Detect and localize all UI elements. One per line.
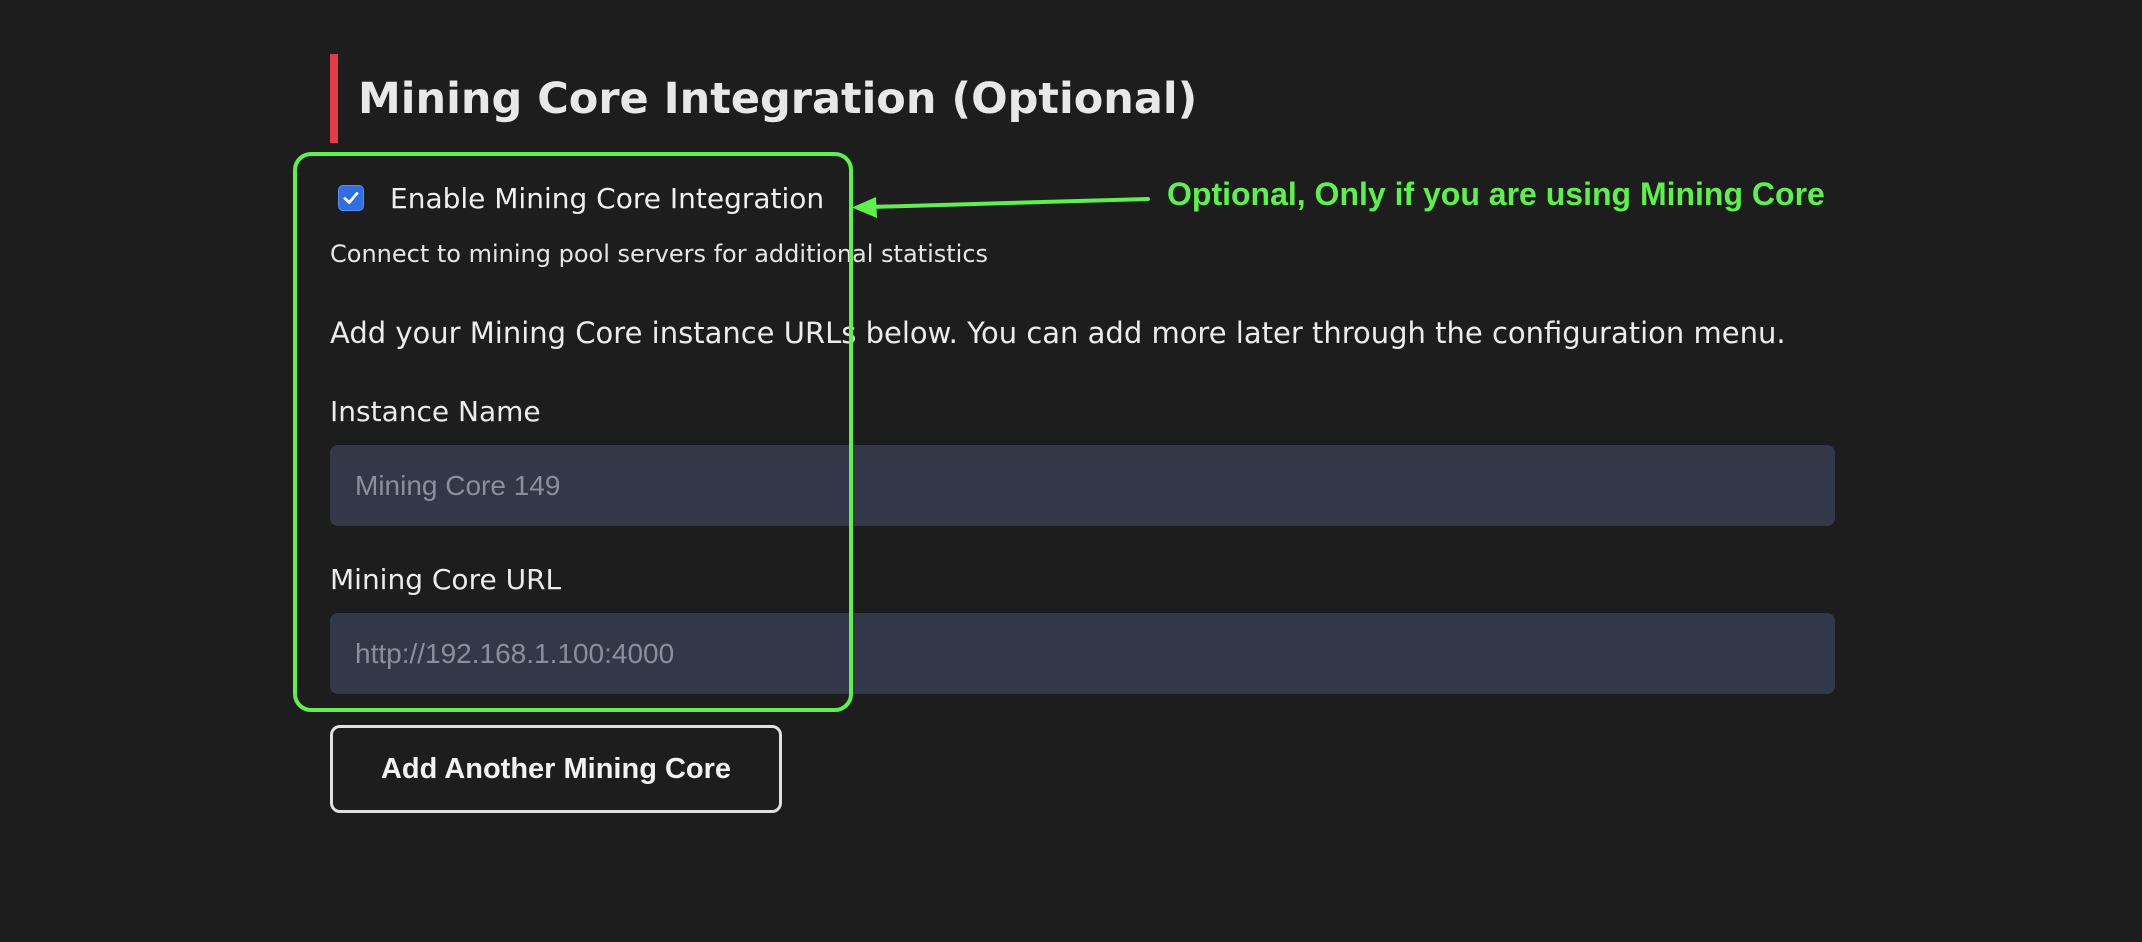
section-header: Mining Core Integration (Optional) [330,54,1197,143]
checkmark-icon [343,192,359,204]
mining-core-url-input[interactable] [330,613,1835,694]
enable-integration-row[interactable]: Enable Mining Core Integration [338,178,824,218]
instructions-text: Add your Mining Core instance URLs below… [330,316,1786,350]
mining-core-url-label: Mining Core URL [330,563,562,596]
integration-description: Connect to mining pool servers for addit… [330,240,989,268]
annotation-arrow-icon [852,197,1150,218]
section-title: Mining Core Integration (Optional) [358,73,1198,124]
annotation-text: Optional, Only if you are using Mining C… [1167,176,1825,212]
instance-name-label: Instance Name [330,395,541,428]
add-mining-core-button[interactable]: Add Another Mining Core [330,725,782,813]
instance-name-input[interactable] [330,445,1835,526]
enable-integration-checkbox[interactable] [338,185,364,211]
enable-integration-label[interactable]: Enable Mining Core Integration [390,181,825,215]
